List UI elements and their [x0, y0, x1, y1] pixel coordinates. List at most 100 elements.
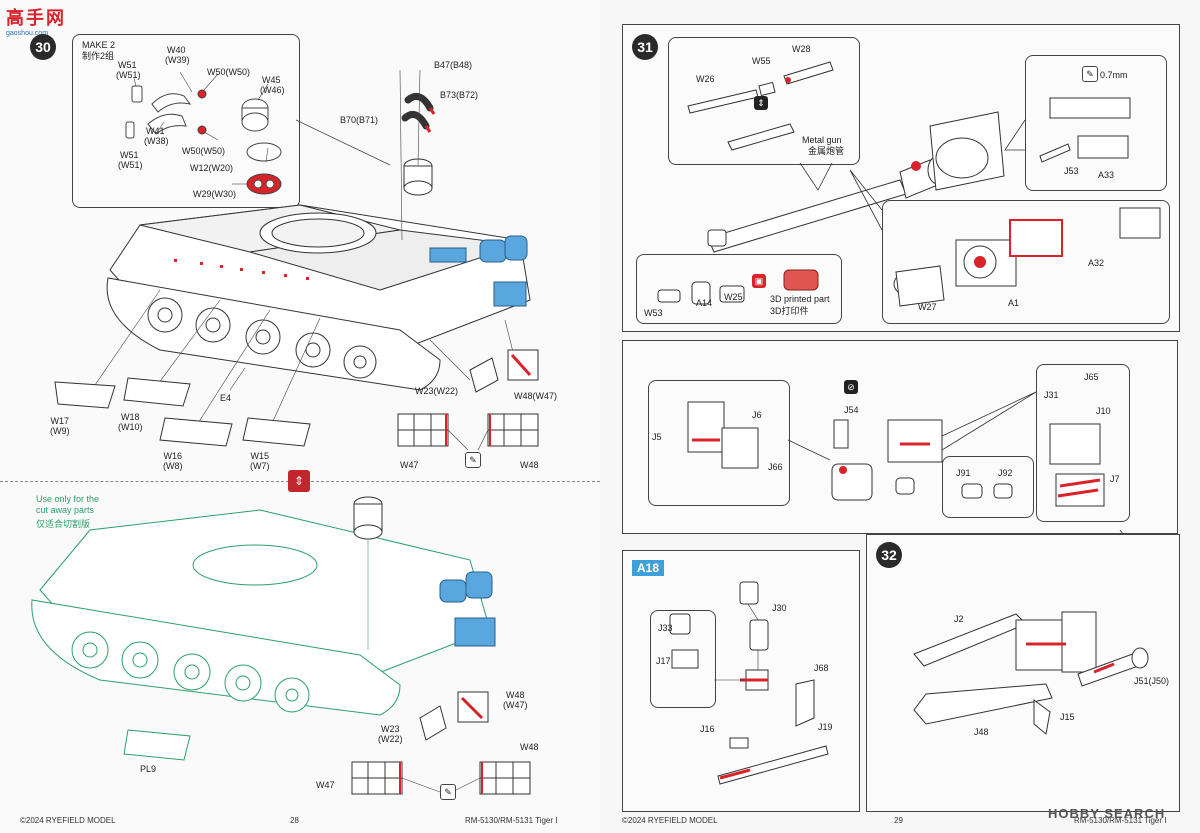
label-j91: J91 [956, 468, 971, 478]
step32-drawing [913, 611, 1149, 735]
step31-drawing [657, 61, 1161, 307]
label-w16: W16 (W8) [163, 451, 183, 471]
site-logo-url: gaoshou.com [6, 30, 49, 37]
label-cutaway-w22-code: (W22) [378, 734, 403, 744]
label-metal-gun: Metal gun [802, 135, 842, 145]
label-cutaway-w47-code: (W47) [503, 700, 528, 710]
label-j16: J16 [700, 724, 715, 734]
page-number-left: 28 [290, 816, 299, 825]
label-cutaway-w48-box: W48 [520, 742, 539, 752]
label-j66: J66 [768, 462, 783, 472]
label-a1: A1 [1008, 298, 1020, 308]
cutaway-note-line2: cut away parts [36, 505, 95, 515]
footer-product-left: RM-5130/RM-5131 Tiger I [465, 816, 558, 825]
cutaway-hull-drawing [31, 496, 531, 795]
label-w8-code: (W8) [163, 461, 183, 471]
label-w40: W40 [167, 45, 186, 55]
label-w18: W18 (W10) [118, 412, 143, 432]
label-w38: (W38) [144, 136, 169, 146]
label-w41: W41 [146, 126, 165, 136]
label-metal-gun-cn: 金属炮管 [808, 146, 845, 156]
breech-small-inset [942, 456, 1034, 518]
label-w55: W55 [752, 56, 771, 66]
cutaway-note-cn: 仅适合切割版 [36, 519, 91, 529]
label-j33: J33 [658, 623, 673, 633]
label-w15: W15 (W7) [250, 451, 270, 471]
label-w28: W28 [792, 44, 811, 54]
pen-tool-icon: ✎ [465, 452, 481, 468]
label-thickness: 0.7mm [1100, 70, 1128, 80]
site-logo: 高手网 gaoshou.com [6, 4, 66, 37]
label-w39: (W39) [165, 55, 190, 65]
label-w51b: W51 [120, 150, 139, 160]
label-j92: J92 [998, 468, 1013, 478]
label-w18-code: W18 [120, 412, 140, 422]
label-b73: B73(B72) [440, 90, 479, 100]
label-j17: J17 [656, 656, 671, 666]
label-w45: W45 [262, 75, 281, 85]
label-w51a: W51 [118, 60, 137, 70]
drill-icon: ✎ [1082, 66, 1098, 82]
label-w46: (W46) [260, 85, 285, 95]
label-cutaway-w48-code: W48 [505, 690, 525, 700]
no-glue-icon: ⊘ [844, 380, 858, 394]
breech-drawing [687, 391, 1157, 577]
footer-copyright-right: ©2024 RYEFIELD MODEL [622, 816, 718, 825]
label-w26: W26 [696, 74, 715, 84]
label-a32: A32 [1088, 258, 1105, 268]
label-w17: W17 (W9) [50, 416, 70, 436]
label-a14: A14 [696, 298, 713, 308]
label-w15-code: W15 [250, 451, 269, 461]
make2-title: MAKE 2 [82, 40, 116, 50]
label-w53: W53 [644, 308, 663, 318]
label-j48: J48 [974, 727, 989, 737]
page-number-right: 29 [894, 816, 903, 825]
label-w12: W12(W20) [190, 163, 234, 173]
make2-subtitle: 制作2组 [82, 51, 115, 61]
label-w50b: W50(W50) [182, 146, 226, 156]
label-j6: J6 [752, 410, 762, 420]
label-w48-box: W48 [520, 460, 539, 470]
label-w7-code: (W7) [250, 461, 270, 471]
label-w27: W27 [918, 302, 937, 312]
label-cutaway-w23: W23 (W22) [378, 724, 403, 744]
label-a33: A33 [1098, 170, 1115, 180]
a18-tag: A18 [632, 560, 665, 576]
label-j53: J53 [1064, 166, 1079, 176]
swap-arrows-icon: ⇕ [288, 470, 310, 492]
hobby-search-watermark: HOBBY SEARCH [1048, 806, 1166, 821]
label-j5: J5 [652, 432, 662, 442]
step-number-31: 31 [632, 34, 658, 60]
step-number-30: 30 [30, 34, 56, 60]
label-3d-printed-cn: 3D打印件 [770, 306, 809, 316]
label-w23: W23(W22) [415, 386, 459, 396]
label-j65: J65 [1084, 372, 1099, 382]
label-pl9: PL9 [140, 764, 157, 774]
label-cutaway-w47-box: W47 [316, 780, 335, 790]
label-j7: J7 [1110, 474, 1120, 484]
label-j31: J31 [1044, 390, 1059, 400]
label-cutaway-w48: W48 (W47) [503, 690, 528, 710]
label-j10: J10 [1096, 406, 1111, 416]
label-j68: J68 [814, 663, 829, 673]
label-j51: J51(J50) [1134, 676, 1170, 686]
site-logo-text: 高手网 [6, 8, 66, 28]
footer-copyright-left: ©2024 RYEFIELD MODEL [20, 816, 116, 825]
label-j54: J54 [844, 405, 859, 415]
label-w51b-alt: (W51) [118, 160, 143, 170]
label-w25: W25 [724, 292, 743, 302]
label-w10-code: (W10) [118, 422, 143, 432]
a18-drawing [669, 581, 829, 785]
footer-product-right: RM-5130/RM-5131 Tiger I [1074, 816, 1167, 825]
right-page: 31 [600, 0, 1200, 833]
label-j15: J15 [1060, 712, 1075, 722]
label-3d-printed: 3D printed part [770, 294, 830, 304]
3d-print-icon: ▣ [752, 274, 766, 288]
cutaway-note-line1: Use only for the [36, 494, 100, 504]
make2-parts-drawing [125, 71, 282, 195]
label-w9-code: (W9) [50, 426, 70, 436]
pen-tool-icon-2: ✎ [440, 784, 456, 800]
label-w16-code: W16 [163, 451, 182, 461]
label-cutaway-w23-code: W23 [380, 724, 400, 734]
label-b47: B47(B48) [434, 60, 473, 70]
